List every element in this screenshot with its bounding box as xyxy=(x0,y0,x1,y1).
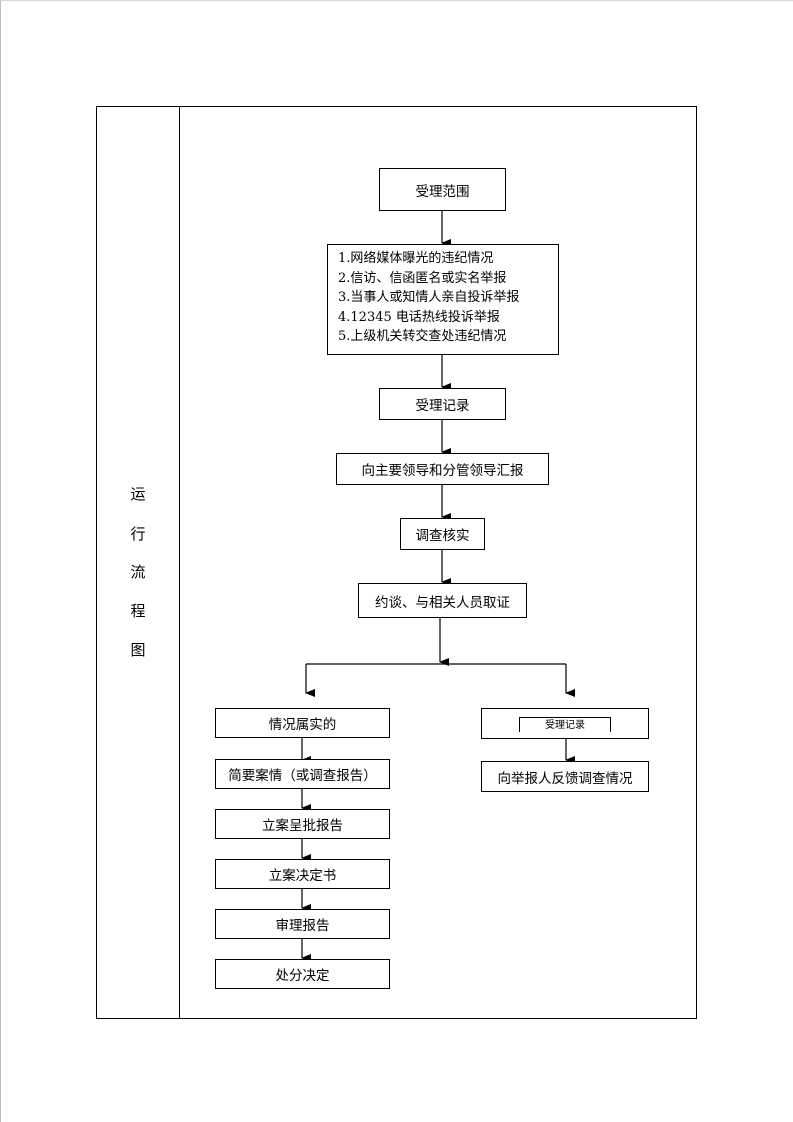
scope-title-box: 受理范围 xyxy=(379,168,506,211)
left-step-box: 立案呈批报告 xyxy=(215,809,390,839)
scope-item: 2.信访、信函匿名或实名举报 xyxy=(338,270,507,286)
side-label-char: 程 xyxy=(130,602,146,620)
page-edge xyxy=(0,0,1,1122)
left-step-box: 情况属实的 xyxy=(215,708,390,738)
verify-box: 调查核实 xyxy=(400,518,485,550)
left-step-box: 简要案情（或调查报告） xyxy=(215,759,390,789)
form-table xyxy=(96,106,697,1019)
left-step-box: 立案决定书 xyxy=(215,859,390,889)
interview-box: 约谈、与相关人员取证 xyxy=(358,583,527,618)
left-step-box: 处分决定 xyxy=(215,959,390,989)
record-box: 受理记录 xyxy=(379,388,506,420)
scope-item: 4.12345 电话热线投诉举报 xyxy=(338,309,500,325)
scope-item: 3.当事人或知情人亲自投诉举报 xyxy=(338,290,520,305)
report-leaders-box: 向主要领导和分管领导汇报 xyxy=(336,453,549,485)
scope-item: 1.网络媒体曝光的违纪情况 xyxy=(338,251,494,266)
side-label-char: 流 xyxy=(130,563,146,581)
scope-list-box: 1.网络媒体曝光的违纪情况 2.信访、信函匿名或实名举报 3.当事人或知情人亲自… xyxy=(327,244,559,355)
scope-item: 5.上级机关转交查处违纪情况 xyxy=(338,329,507,344)
side-label-char: 行 xyxy=(130,525,146,543)
side-label-column: 运 行 流 程 图 xyxy=(96,106,180,1019)
right-top-inner-label: 受理记录 xyxy=(519,717,611,732)
left-step-box: 审理报告 xyxy=(215,909,390,939)
right-top-box xyxy=(481,708,649,739)
side-label-char: 图 xyxy=(130,641,146,659)
page-edge-top xyxy=(0,0,793,1)
table-column-divider xyxy=(179,106,180,1019)
feedback-box: 向举报人反馈调查情况 xyxy=(481,761,649,792)
side-label-char: 运 xyxy=(130,485,146,503)
